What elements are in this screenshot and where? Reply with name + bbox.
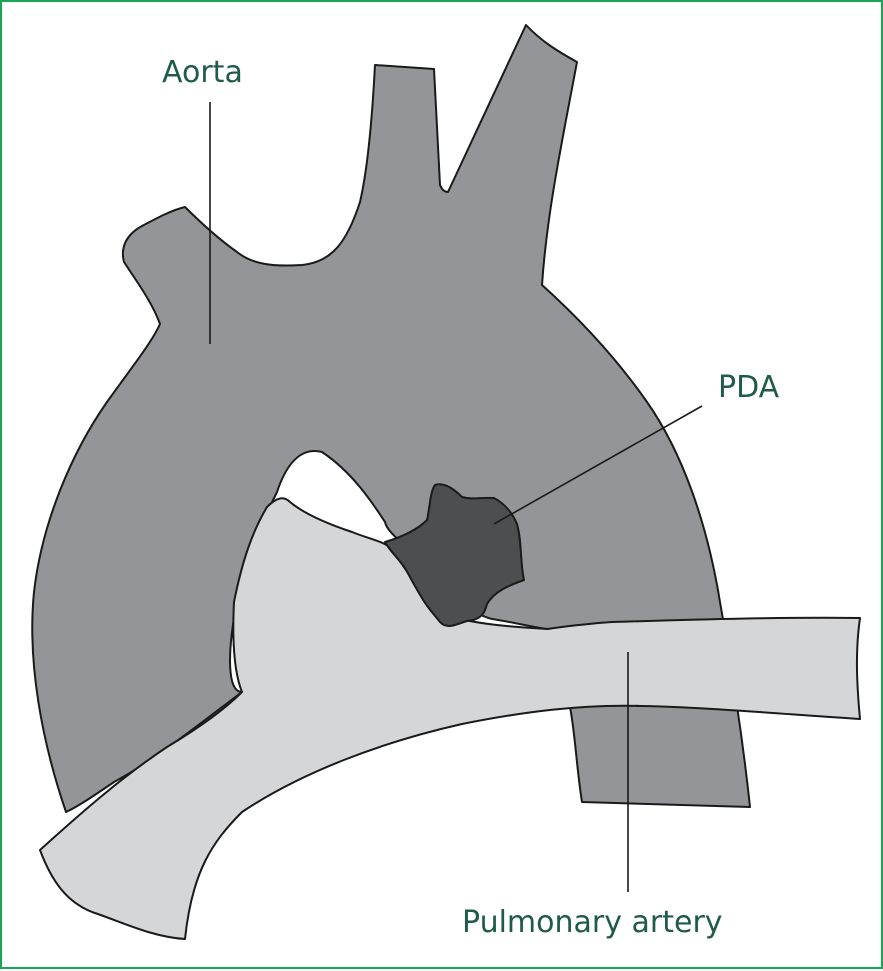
aorta-label: Aorta <box>162 55 243 90</box>
pulmonary-artery-label: Pulmonary artery <box>462 905 723 940</box>
pda-shape <box>384 483 525 627</box>
pda-leader-line <box>493 405 703 525</box>
pda-label: PDA <box>718 370 780 405</box>
pulmonary-artery-shape <box>39 497 861 940</box>
aorta-shape <box>31 24 751 813</box>
